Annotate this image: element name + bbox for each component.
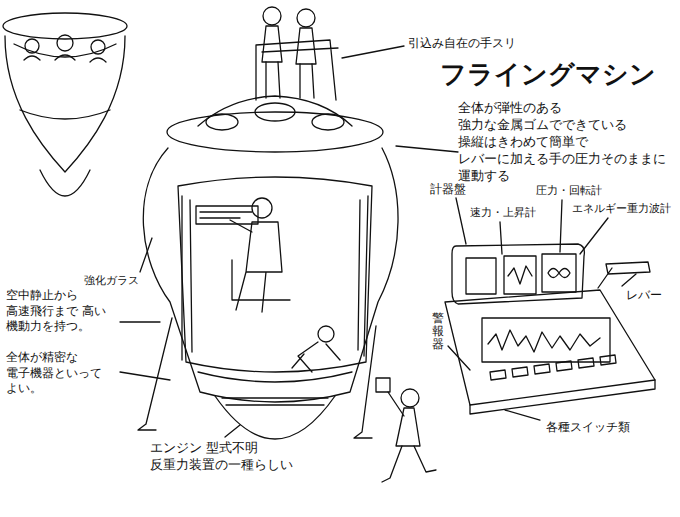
sketch-stroke xyxy=(456,198,466,244)
handrail-note: 引込み自在の手スリ xyxy=(408,36,538,52)
sketch-stroke xyxy=(91,40,105,54)
sketch-stroke xyxy=(256,40,338,100)
sketch-stroke xyxy=(622,274,636,286)
sketch-stroke xyxy=(382,446,436,482)
sketch-stroke xyxy=(376,378,390,392)
sketch-stroke xyxy=(178,177,372,372)
sketch-stroke xyxy=(196,206,258,224)
sketch-stroke xyxy=(143,148,398,402)
sketch-stroke xyxy=(488,330,600,352)
sketch-stroke xyxy=(297,9,315,27)
sketch-stroke xyxy=(262,26,316,64)
sketch-stroke xyxy=(466,258,496,294)
sketch-stroke xyxy=(504,256,536,294)
lever-label: レバー xyxy=(626,288,676,304)
alarm-label: 警報器 xyxy=(432,312,444,352)
sketch-stroke xyxy=(24,55,106,62)
sketch-stroke xyxy=(255,103,295,121)
gauge-label: エネルギー重力波計 xyxy=(572,202,676,216)
inset-machine xyxy=(3,13,127,196)
sketch-stroke xyxy=(396,408,420,446)
sketch-stroke xyxy=(580,218,608,254)
sketch-stroke xyxy=(215,396,335,439)
sketch-stroke xyxy=(40,170,90,196)
sketch-stroke xyxy=(167,112,383,152)
sketch-stroke xyxy=(388,392,404,416)
sketch-stroke xyxy=(198,96,352,126)
panel-label: 計器盤 xyxy=(430,182,490,198)
gauge-label: 速力・上昇計 xyxy=(470,206,550,220)
running-girl xyxy=(376,378,436,482)
sketch-stroke xyxy=(198,372,352,382)
instrument-panel xyxy=(445,244,655,414)
sketch-stroke xyxy=(396,146,458,152)
sketch-stroke xyxy=(200,212,252,218)
sketch-stroke xyxy=(342,46,404,58)
sketch-stroke xyxy=(140,238,152,272)
sketch-stroke xyxy=(312,114,344,130)
sketch-stroke xyxy=(57,35,73,51)
sketch-stroke xyxy=(542,254,576,292)
sketch-stroke xyxy=(500,222,502,254)
sketch-stroke xyxy=(401,389,419,407)
sketch-stroke xyxy=(5,36,125,172)
engine-note: エンジン 型式不明 反重力装置の一種らしい xyxy=(150,440,310,474)
glass-label: 強化ガラス xyxy=(84,274,164,288)
gauge-label: 圧力・回転計 xyxy=(536,184,616,198)
sketch-stroke xyxy=(452,244,584,304)
sketch-stroke xyxy=(182,196,368,360)
sketch-stroke xyxy=(470,380,655,414)
sketch-stroke xyxy=(505,410,540,420)
sketch-stroke xyxy=(318,326,334,342)
sketch-stroke xyxy=(448,346,470,370)
title: フライングマシン xyxy=(440,58,656,92)
sketch-stroke xyxy=(20,110,110,119)
sketch-stroke xyxy=(490,355,616,380)
sketch-stroke xyxy=(138,318,172,430)
sketch-stroke xyxy=(445,290,655,405)
switch-label: 各種スイッチ類 xyxy=(546,420,646,436)
sketch-stroke xyxy=(120,372,170,380)
sketch-stroke xyxy=(25,39,39,53)
sketch-stroke xyxy=(354,326,376,438)
sketch-stroke xyxy=(120,321,160,322)
sketch-stroke xyxy=(482,318,610,362)
sketch-stroke xyxy=(236,222,282,312)
electronics-note: 全体が精密な 電子機器といって よい。 xyxy=(6,350,118,397)
main-machine xyxy=(138,96,398,439)
sketch-stroke xyxy=(598,262,650,288)
sketch-stroke xyxy=(548,269,570,278)
sketch-stroke xyxy=(222,398,328,405)
children-on-top xyxy=(256,7,338,100)
sketch-stroke xyxy=(232,260,290,300)
sketch-stroke xyxy=(266,62,314,98)
sketch-stroke xyxy=(252,198,272,218)
sketch-stroke xyxy=(560,200,562,252)
material-note: 全体が弾性のある 強力な金属ゴムでできている 操縦はきわめて簡単で レバーに加え… xyxy=(458,100,676,184)
sketch-stroke xyxy=(206,114,238,130)
sketch-stroke xyxy=(292,342,340,372)
sketch-stroke xyxy=(263,7,281,25)
mobility-note: 空中静止から 高速飛行まで 高い 機動力を持つ。 xyxy=(6,288,126,335)
sketch-stroke xyxy=(230,220,252,232)
sketch-stroke xyxy=(225,425,240,437)
sketch-stroke xyxy=(508,266,532,284)
